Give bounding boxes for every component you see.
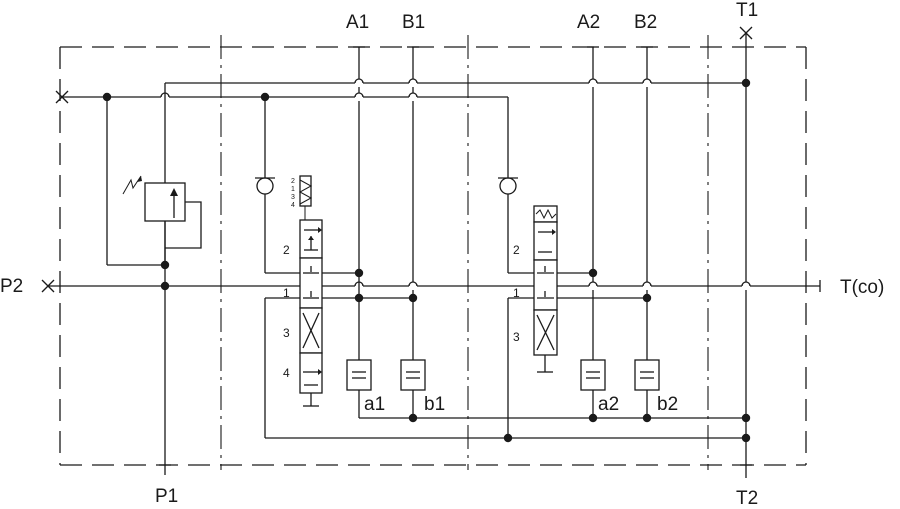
spool-position-labels: 2 1 3 4 2 1 3 4 2 1 3	[283, 178, 520, 380]
relief-valve	[122, 175, 186, 222]
s1-detent-3: 3	[291, 194, 295, 201]
label-a2: A2	[577, 12, 600, 33]
pilot-actuator-b2	[634, 359, 660, 391]
label-tco: T(co)	[840, 277, 884, 298]
spool-valve-1	[298, 175, 323, 407]
shuttle-valve-1	[255, 177, 275, 195]
label-t1: T1	[736, 0, 758, 21]
s2-pos-2: 2	[513, 243, 520, 257]
s1-pos-3: 3	[283, 326, 290, 340]
hydraulic-lines	[41, 26, 821, 478]
label-a2-pilot: a2	[598, 394, 619, 415]
label-b1: B1	[402, 12, 425, 33]
junction-dots	[102, 78, 751, 443]
label-p1: P1	[155, 486, 178, 507]
label-a1: A1	[346, 12, 369, 33]
shuttle-valve-2	[498, 177, 518, 195]
pilot-actuator-a2	[580, 359, 606, 391]
s1-pos-4: 4	[283, 366, 290, 380]
body-outline	[59, 35, 807, 470]
label-b2: B2	[634, 12, 657, 33]
label-t2: T2	[736, 488, 758, 509]
label-b2-pilot: b2	[657, 394, 678, 415]
pilot-actuator-b1	[400, 359, 426, 391]
spool-valve-2	[533, 205, 558, 373]
s1-pos-1: 1	[283, 286, 290, 300]
s1-detent-2: 2	[291, 178, 295, 185]
s2-pos-1: 1	[513, 286, 520, 300]
label-a1-pilot: a1	[364, 394, 385, 415]
label-p2: P2	[0, 276, 23, 297]
s1-detent-1: 1	[291, 186, 295, 193]
s1-pos-2: 2	[283, 243, 290, 257]
label-b1-pilot: b1	[424, 394, 445, 415]
s1-detent-4: 4	[291, 202, 295, 209]
s2-pos-3: 3	[513, 330, 520, 344]
pilot-actuator-a1	[346, 359, 372, 391]
